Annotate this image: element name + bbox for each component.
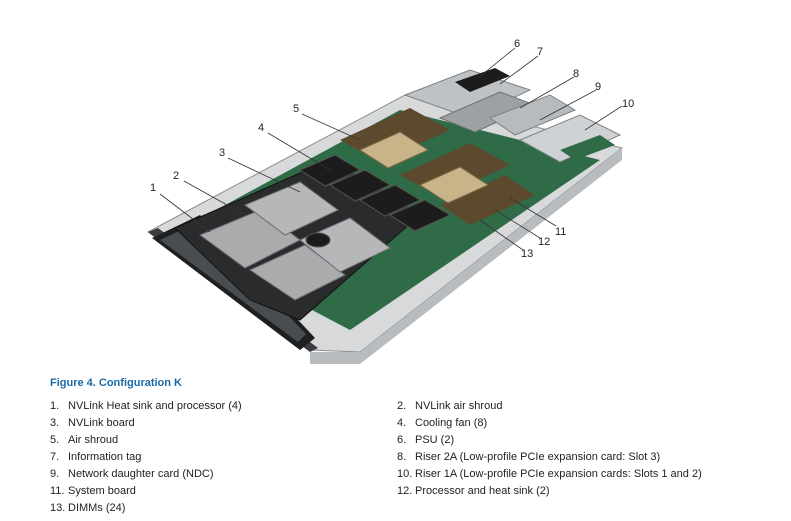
server-illustration: 1 2 3 4 5 6 7 8 9 10 11 12 13: [147, 38, 634, 364]
legend-text: Processor and heat sink (2): [415, 485, 550, 497]
legend-text: Air shroud: [68, 434, 119, 446]
legend-number: 9.: [50, 468, 60, 480]
legend-number: 1.: [50, 400, 60, 412]
legend-number: 7.: [50, 451, 60, 463]
server-diagram: 1 2 3 4 5 6 7 8 9 10 11 12 13: [147, 38, 634, 364]
legend-left-column: 1. NVLink Heat sink and processor (4) 3. N…: [50, 398, 242, 517]
legend-number: 2.: [397, 400, 407, 412]
legend-item: 10.Riser 1A (Low-profile PCIe expansion …: [397, 466, 702, 483]
legend-text: Riser 2A (Low-profile PCIe expansion car…: [415, 451, 661, 463]
callout-13: 13: [521, 248, 533, 260]
figure-caption: Figure 4. Configuration K: [50, 377, 182, 389]
legend-item: 4. Cooling fan (8): [397, 415, 702, 432]
legend-text: Cooling fan (8): [415, 417, 488, 429]
legend-item: 12.Processor and heat sink (2): [397, 483, 702, 500]
legend-number: 3.: [50, 417, 60, 429]
callout-leaders: [159, 47, 623, 251]
legend-number: 4.: [397, 417, 407, 429]
callout-1: 1: [150, 182, 156, 194]
legend-number: 11.: [50, 485, 65, 497]
legend-text: Network daughter card (NDC): [68, 468, 214, 480]
cooling-fans: [298, 154, 452, 232]
processor-heatsinks: [358, 131, 490, 204]
legend-item: 5. Air shroud: [50, 432, 242, 449]
legend-number: 13.: [50, 502, 66, 514]
legend-item: 13.DIMMs (24): [50, 500, 242, 517]
legend-item: 3. NVLink board: [50, 415, 242, 432]
callout-10: 10: [622, 98, 634, 110]
legend-item: 7. Information tag: [50, 449, 242, 466]
callout-11: 11: [555, 226, 566, 238]
legend-number: 6.: [397, 434, 407, 446]
legend-number: 8.: [397, 451, 407, 463]
psu-bays: [403, 68, 537, 133]
legend-text: NVLink Heat sink and processor (4): [68, 400, 242, 412]
legend-text: NVLink air shroud: [415, 400, 503, 412]
legend-item: 8. Riser 2A (Low-profile PCIe expansion c…: [397, 449, 702, 466]
legend-text: Information tag: [68, 451, 142, 463]
legend-item: 9. Network daughter card (NDC): [50, 466, 242, 483]
legend-text: System board: [68, 485, 136, 497]
callout-9: 9: [595, 81, 601, 93]
callout-4: 4: [258, 122, 264, 134]
nvlink-heatsinks: [198, 181, 391, 301]
callout-12: 12: [538, 236, 550, 248]
callout-labels: 1 2 3 4 5 6 7 8 9 10 11 12 13: [150, 38, 634, 260]
legend-text: NVLink board: [68, 417, 135, 429]
callout-2: 2: [173, 170, 179, 182]
legend-number: 12.: [397, 485, 413, 497]
legend-item: 11.System board: [50, 483, 242, 500]
legend-text: Riser 1A (Low-profile PCIe expansion car…: [415, 468, 702, 480]
callout-7: 7: [537, 46, 543, 58]
legend-right-column: 2. NVLink air shroud 4. Cooling fan (8) 6.…: [397, 398, 702, 500]
callout-6: 6: [514, 38, 520, 50]
legend-text: DIMMs (24): [68, 502, 126, 514]
legend-item: 2. NVLink air shroud: [397, 398, 702, 415]
legend-text: PSU (2): [415, 434, 455, 446]
dell-logo: [305, 232, 331, 248]
legend-item: 6. PSU (2): [397, 432, 702, 449]
risers: [488, 94, 622, 163]
legend-number: 10.: [397, 468, 413, 480]
legend-number: 5.: [50, 434, 60, 446]
callout-3: 3: [219, 147, 225, 159]
callout-8: 8: [573, 68, 579, 80]
callout-5: 5: [293, 103, 299, 115]
legend-item: 1. NVLink Heat sink and processor (4): [50, 398, 242, 415]
